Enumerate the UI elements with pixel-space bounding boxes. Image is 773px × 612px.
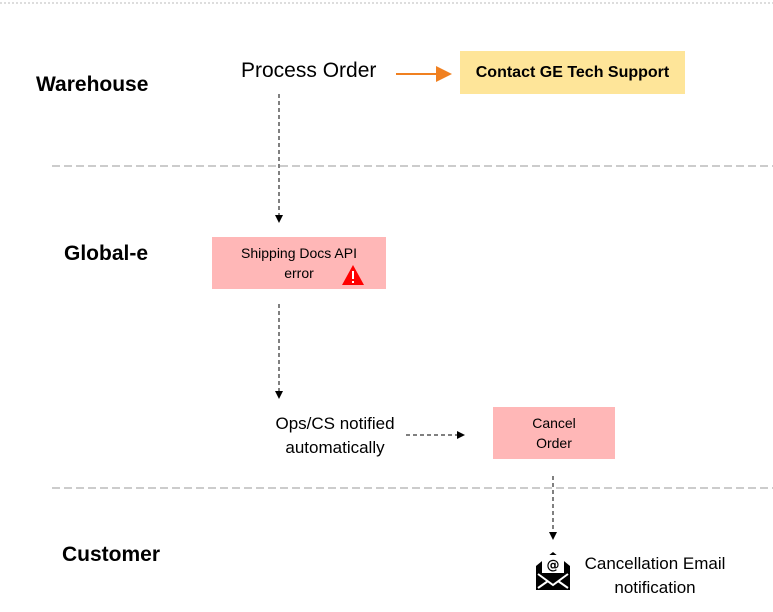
shipping-error-line1: Shipping Docs API	[241, 245, 357, 261]
process-order-node: Process Order	[241, 59, 377, 82]
ops-notified-node: Ops/CS notified automatically	[262, 412, 408, 460]
ops-line1: Ops/CS notified	[275, 414, 395, 433]
warning-icon	[342, 265, 364, 285]
cancel-line1: Cancel	[532, 415, 576, 431]
cancel-order-node: Cancel Order	[493, 407, 615, 459]
email-line2: notification	[614, 578, 696, 597]
email-envelope-icon: @	[536, 552, 570, 590]
ops-line2: automatically	[285, 438, 385, 457]
cancellation-email-node: Cancellation Email notification	[578, 552, 732, 600]
lane-label-warehouse: Warehouse	[36, 73, 149, 96]
svg-text:@: @	[547, 558, 560, 573]
contact-support-node: Contact GE Tech Support	[460, 51, 685, 94]
email-line1: Cancellation Email	[584, 554, 726, 573]
cancel-line2: Order	[536, 435, 572, 451]
shipping-error-node: Shipping Docs API error	[212, 237, 386, 289]
shipping-error-line2: error	[284, 265, 314, 281]
lane-label-globale: Global-e	[64, 242, 149, 265]
lane-label-customer: Customer	[62, 543, 161, 566]
